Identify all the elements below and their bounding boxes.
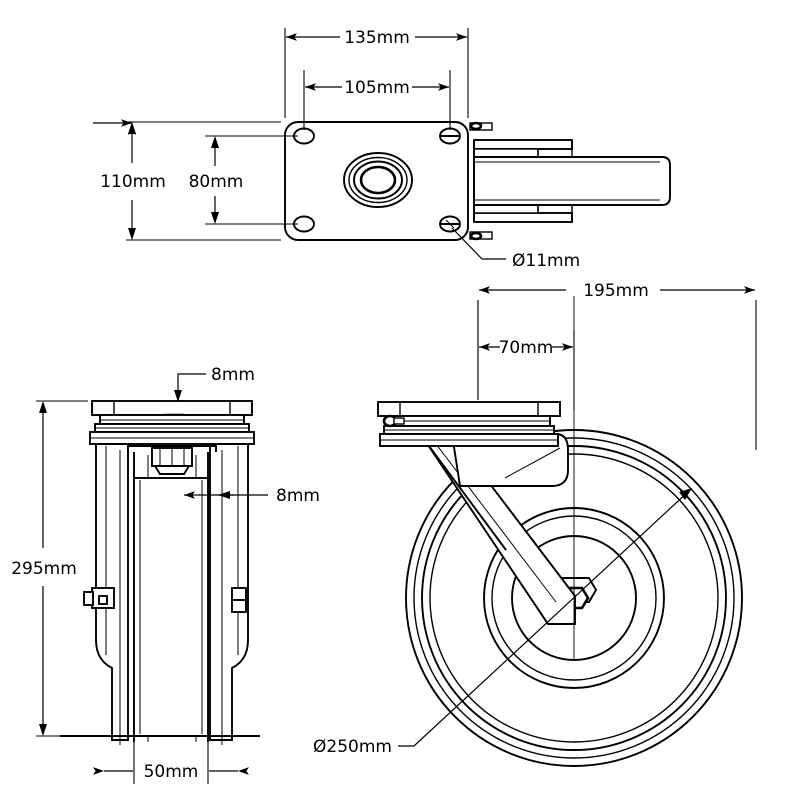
dim-plate-length: 135mm <box>284 28 469 118</box>
dim-label-295: 295mm <box>11 559 77 579</box>
arrow-dia250 <box>679 488 692 500</box>
dim-bolt-hole-diameter: Ø11mm <box>451 227 580 271</box>
fork-arm-top <box>469 121 671 241</box>
arrow-295-bottom <box>39 724 47 736</box>
dim-wheel-width: 50mm <box>93 740 249 784</box>
dim-label-195: 195mm <box>583 281 649 301</box>
bearing-bore <box>359 165 397 195</box>
front-raceway-upper <box>99 414 245 425</box>
bolt-hole-mark-br2 <box>445 219 455 229</box>
raceway-top-outer <box>473 139 573 150</box>
dim-label-50: 50mm <box>144 762 199 782</box>
front-hex-facets <box>159 448 185 466</box>
dim-bolt-spacing-width: 80mm <box>189 135 298 225</box>
dim-label-dia250: Ø250mm <box>313 737 392 757</box>
arrow-80-bottom <box>211 212 219 224</box>
dim-plate-width: 110mm <box>93 119 281 241</box>
raceway-top-inner <box>473 148 539 158</box>
arrow-8mm-plate <box>174 390 182 402</box>
arrow-110-bottom <box>128 228 136 240</box>
brake-pin <box>83 591 94 606</box>
fork-arm-upper-plate <box>450 433 569 487</box>
leader-8mm-plate <box>177 373 206 398</box>
dim-label-8mm-fork: 8mm <box>276 486 320 506</box>
fork-arm-inner-line <box>432 439 557 603</box>
swivel-bearing-top <box>343 152 413 208</box>
dim-label-135: 135mm <box>344 28 410 48</box>
brake-tab-lower <box>231 599 247 613</box>
side-view: 195mm 70mm Ø250mm <box>313 281 757 767</box>
arrow-110-top <box>128 122 136 134</box>
leader-dia11 <box>451 227 506 260</box>
arrow-8mm-fork <box>218 491 230 499</box>
fork-body-top <box>473 156 671 206</box>
dim-bolt-spacing-length: 105mm <box>303 70 451 130</box>
side-nipple-body <box>393 417 405 425</box>
brake-tab-upper <box>231 587 247 601</box>
kingpin-nut-bottom <box>469 231 483 241</box>
dim-wheel-diameter: Ø250mm <box>313 488 692 757</box>
front-brake-tab <box>231 587 247 613</box>
front-fork-arch-top <box>127 445 217 452</box>
bearing-ring-2 <box>353 160 403 200</box>
front-hex-washer <box>153 465 191 475</box>
side-top-plate <box>377 401 561 447</box>
front-view: 295mm 50mm 8mm 8mm <box>11 365 320 784</box>
side-plate <box>377 401 561 417</box>
dim-label-110: 110mm <box>100 172 166 192</box>
front-brake-lever <box>83 587 115 609</box>
dim-label-80: 80mm <box>189 172 244 192</box>
arrow-295-top <box>39 401 47 413</box>
fork-arm-outer-edge <box>425 441 507 551</box>
top-view: 135mm 105mm 110mm <box>93 28 671 271</box>
brake-bolt <box>98 595 108 605</box>
bearing-ring-3 <box>348 156 408 204</box>
dim-label-8mm-plate: 8mm <box>211 365 255 385</box>
dim-label-dia11: Ø11mm <box>512 251 580 271</box>
arrow-80-top <box>211 136 219 148</box>
leader-dia250 <box>398 489 691 747</box>
dim-label-105: 105mm <box>344 78 410 98</box>
raceway-bottom-outer <box>473 212 573 223</box>
dim-swivel-overall: 195mm <box>477 281 757 450</box>
front-top-plate <box>91 400 253 416</box>
dim-label-70: 70mm <box>499 338 554 358</box>
bolt-holes <box>293 127 461 233</box>
fork-arm-bevel <box>504 447 561 479</box>
dim-overall-height: 295mm <box>11 400 130 737</box>
dim-plate-thickness: 8mm <box>174 365 255 402</box>
dim-fork-thickness: 8mm <box>184 486 320 506</box>
dim-swivel-offset: 70mm <box>477 300 575 410</box>
front-wheel-body <box>133 477 209 737</box>
raceway-bottom-inner <box>473 204 539 214</box>
kingpin-nut-top <box>469 121 483 131</box>
